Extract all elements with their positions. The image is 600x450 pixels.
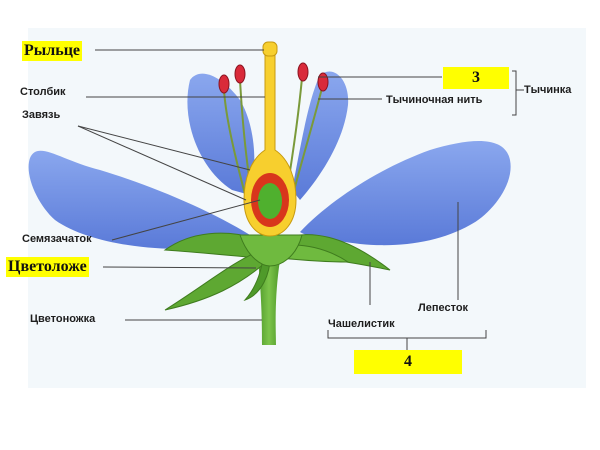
- petal-right: [300, 140, 511, 246]
- ovule-shape: [258, 183, 282, 219]
- label-ovule: Семязачаток: [22, 233, 92, 245]
- label-filament: Тычиночная нить: [386, 94, 483, 106]
- label-style: Столбик: [20, 86, 66, 98]
- label-sepal: Чашелистик: [328, 318, 395, 330]
- pistil: [243, 41, 297, 237]
- label-stamen: Тычинка: [524, 84, 572, 96]
- label-stigma: Рыльце: [22, 41, 83, 61]
- receptacle-shape: [239, 234, 303, 267]
- number-badge-perianth: 4: [354, 350, 462, 374]
- stigma-shape: [262, 41, 278, 57]
- label-pedicel: Цветоножка: [30, 313, 96, 325]
- petal-back-right: [292, 71, 349, 200]
- label-petal: Лепесток: [418, 302, 469, 314]
- number-badge-stamen: 3: [443, 67, 509, 89]
- leader-lines: [77, 49, 524, 350]
- label-ovary: Завязь: [22, 109, 61, 121]
- label-receptacle: Цветоложе: [6, 257, 89, 277]
- petal-left: [28, 150, 250, 250]
- sepals: [163, 232, 391, 311]
